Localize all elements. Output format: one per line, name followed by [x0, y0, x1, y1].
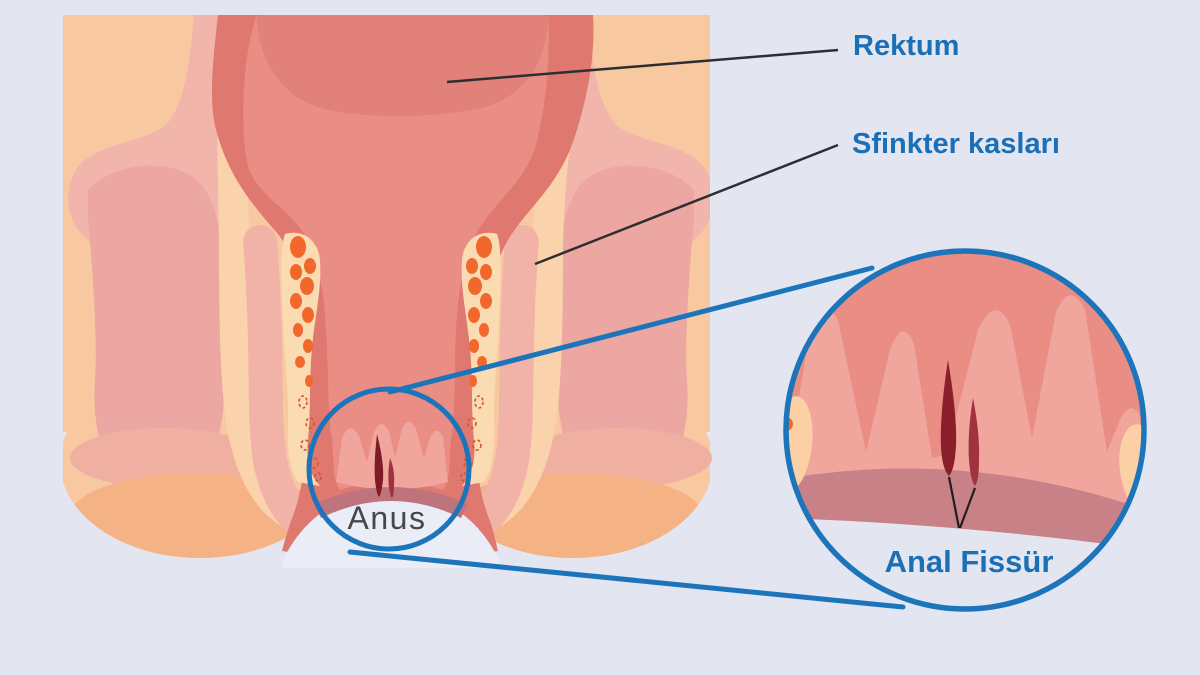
rectum-top-shade: [257, 15, 548, 117]
anal-canal: [211, 15, 594, 568]
rectum-interior: [243, 15, 549, 490]
fissure-pointer-lines: [947, 476, 977, 529]
magnifier-small-circle: [306, 386, 472, 552]
muscle-shade-right: [556, 165, 694, 485]
label-sphincter: Sfinkter kasları: [852, 128, 1060, 160]
lens-verge-band: [786, 468, 1144, 550]
label-anal-fissure: Anal Fissür: [884, 544, 1054, 579]
lens-fissure-secondary: [968, 398, 980, 486]
lens-fissure-main: [940, 360, 957, 476]
mucosa-folds: [336, 421, 448, 490]
vein-ovals: [290, 236, 316, 387]
fissure-main: [374, 434, 384, 497]
sphincter-band-left: [243, 225, 316, 537]
vein-rings: [298, 395, 322, 482]
lens-vein-dot: [786, 417, 793, 431]
vein-cluster-left: [281, 232, 322, 486]
label-anus: Anus: [347, 500, 427, 536]
label-rektum: Rektum: [853, 30, 960, 62]
label-pointer-lines: [446, 48, 839, 266]
pointer-line-sphincter: [534, 143, 839, 266]
connector-bottom: [347, 549, 906, 610]
magnified-view: [786, 251, 1144, 609]
magnifier-connector-lines: [347, 265, 906, 610]
lens-skin-left: [786, 396, 813, 492]
vein-cluster-right: [460, 232, 501, 486]
muscle-shade-left: [88, 165, 226, 485]
lens-mucosa-folds: [786, 295, 1144, 520]
buttock-shade-right: [522, 428, 712, 488]
vein-ovals: [466, 236, 492, 387]
buttock-shade-left: [70, 428, 260, 488]
anal-verge-ring: [314, 487, 468, 518]
magnifier-large-circle: [783, 248, 1147, 612]
sphincter-band-right: [466, 225, 539, 537]
connector-top: [387, 265, 875, 395]
fissure-secondary: [388, 458, 395, 498]
pointer-line-rektum: [446, 48, 839, 84]
